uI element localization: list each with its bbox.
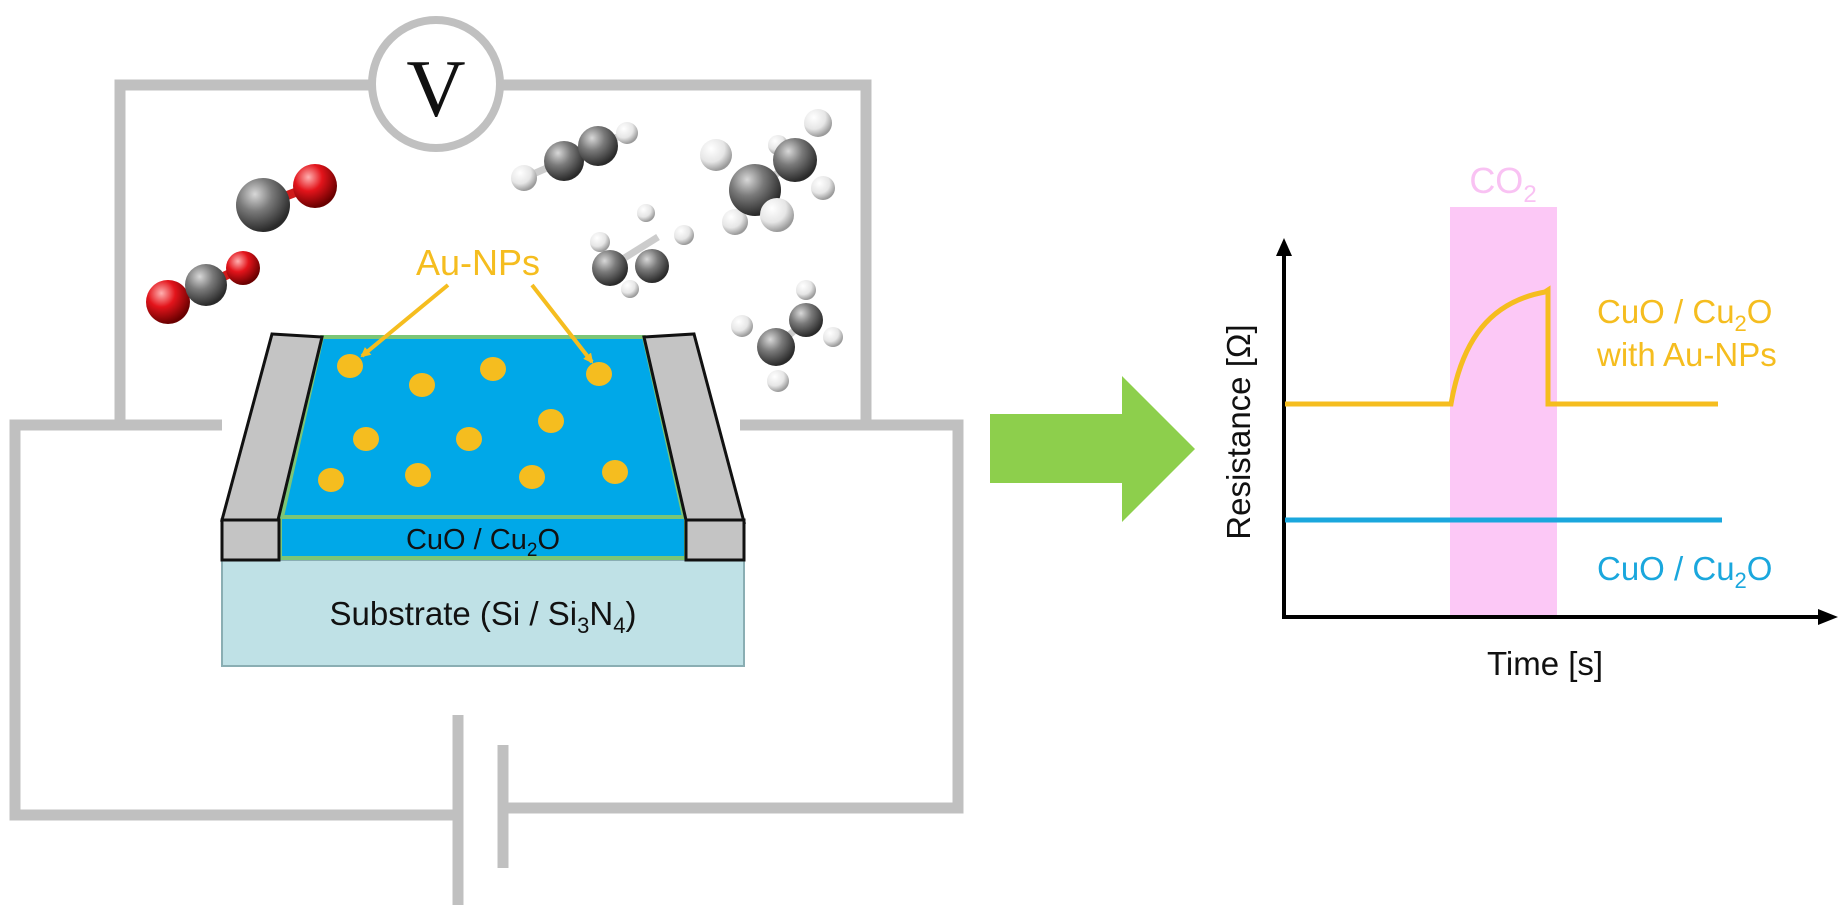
au-nanoparticles (318, 354, 628, 492)
co2-molecule-2 (146, 251, 260, 324)
cuo-film-label: CuO / Cu2O (406, 524, 560, 561)
co2-band-label: CO2 (1469, 160, 1536, 208)
voltmeter: V (368, 16, 504, 152)
battery-wire-right (504, 419, 964, 814)
series-label-plain: CuO / Cu2O (1597, 550, 1772, 593)
battery-wire-left (9, 419, 458, 821)
y-axis-label: Resistance [Ω] (1220, 324, 1257, 539)
ethylene-molecule-2 (731, 280, 843, 392)
co2-molecule-1 (236, 164, 337, 232)
substrate-label: Substrate (Si / Si3N4) (330, 595, 637, 638)
electrode-left-front (220, 518, 281, 562)
cuo-film-front (278, 514, 688, 560)
voltmeter-label: V (406, 43, 465, 134)
ethylene-molecule-1 (590, 204, 694, 298)
series-label-au-line2: with Au-NPs (1596, 336, 1777, 373)
ethane-molecule (700, 109, 835, 235)
substrate (221, 559, 745, 667)
au-arrow-right (530, 283, 594, 364)
series-line-au (1285, 285, 1718, 407)
x-axis-arrowhead (1818, 609, 1838, 625)
process-arrow (990, 376, 1195, 522)
voltmeter-wire (114, 79, 372, 420)
voltmeter-wire-right (500, 79, 872, 420)
au-arrow-left (360, 283, 450, 358)
electrode-right-front (684, 518, 746, 562)
y-axis-arrowhead (1276, 238, 1292, 256)
voltmeter-circle (368, 16, 504, 152)
response-chart: CO2 Resistance [Ω] Time [s] CuO / Cu2O w… (1220, 160, 1838, 682)
co2-exposure-band (1450, 207, 1557, 617)
circuit-wires (9, 79, 964, 905)
sensor-device: Substrate (Si / Si3N4) CuO / Cu2O (220, 332, 746, 667)
au-np-label: Au-NPs (416, 242, 540, 283)
series-label-au: CuO / Cu2O (1597, 293, 1772, 336)
x-axis-label: Time [s] (1487, 645, 1603, 682)
acetylene-molecule (511, 122, 638, 191)
au-np-callout: Au-NPs (360, 242, 594, 364)
